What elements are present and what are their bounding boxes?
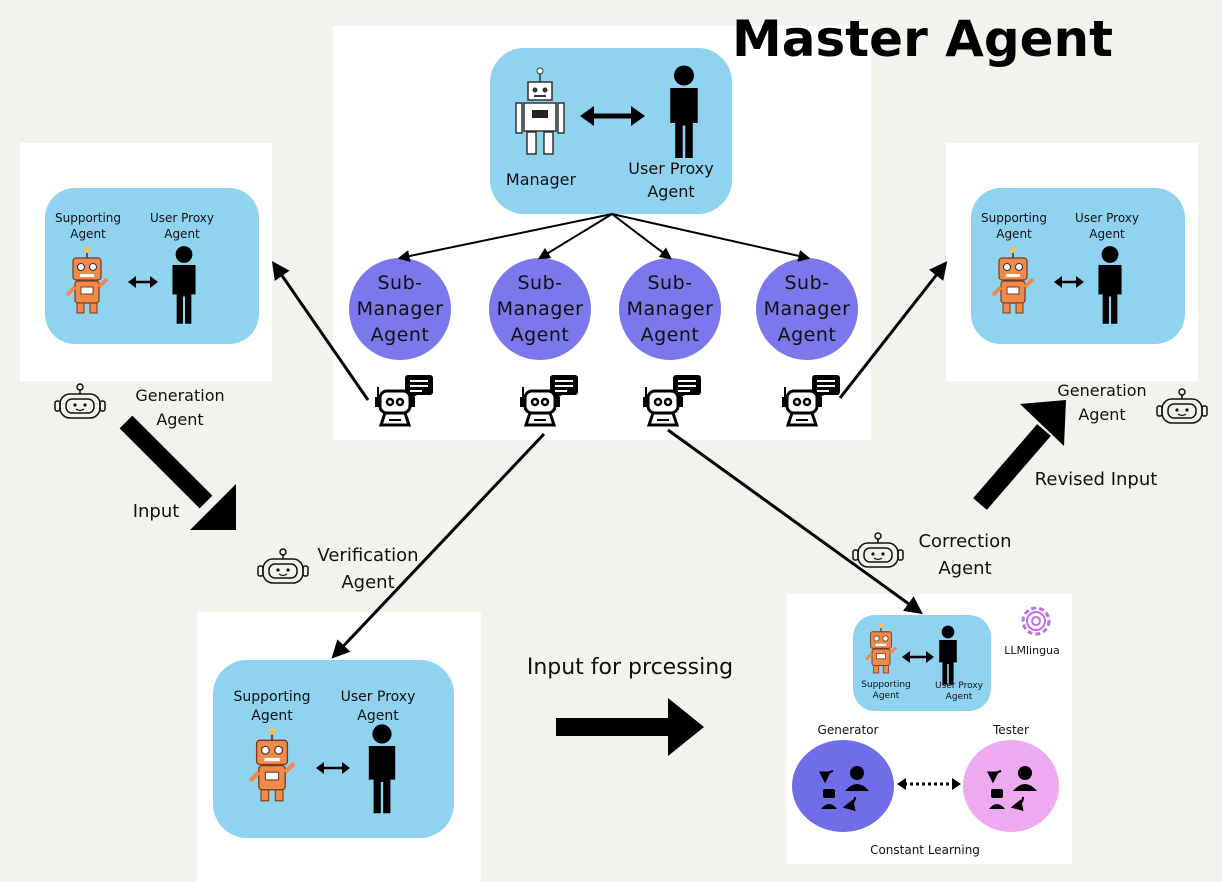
gear-icon — [1021, 606, 1051, 636]
sub-manager-agent-4: Sub- Manager Agent — [756, 258, 858, 360]
right-supporting-robot-icon — [991, 245, 1035, 315]
chatbot-icon-1 — [373, 373, 435, 427]
verification-supporting-robot-icon — [250, 728, 294, 801]
generator-label: Generator — [817, 723, 879, 737]
generator-tester-dotted-arrow — [897, 778, 961, 790]
input-label: Input — [132, 501, 180, 522]
left-user-proxy-person-icon — [172, 246, 196, 324]
left-supporting-agent-label: Supporting Agent — [55, 211, 121, 241]
left-generation-robot-head-icon — [54, 383, 106, 419]
correction-supporting-agent-label: Supporting Agent — [861, 680, 911, 701]
correction-user-proxy-agent-label: User Proxy Agent — [934, 681, 984, 702]
verification-user-proxy-person-icon — [368, 724, 396, 814]
connector-arrows — [271, 261, 948, 659]
user-proxy-person-icon — [670, 65, 698, 158]
verification-agent-box — [213, 660, 454, 838]
verification-double-arrow — [316, 762, 350, 774]
revised-input-thick-arrow — [973, 400, 1066, 510]
generator-circle — [792, 740, 894, 832]
right-generation-agent-caption: Generation Agent — [1057, 381, 1147, 424]
tester-group-icon — [989, 766, 1037, 809]
llmlingua-label: LLMlingua — [1004, 644, 1060, 657]
left-double-arrow — [128, 276, 158, 288]
left-supporting-robot-icon — [65, 245, 109, 315]
tester-circle — [963, 740, 1059, 832]
correction-robot-head-icon — [852, 532, 904, 568]
tester-label: Tester — [993, 723, 1029, 737]
right-user-proxy-person-icon — [1098, 246, 1122, 324]
left-generation-agent-caption: Generation Agent — [135, 386, 225, 429]
correction-supporting-robot-icon — [864, 622, 898, 675]
correction-agent-caption: Correction Agent — [918, 531, 1012, 579]
chatbot-icon-2 — [518, 373, 580, 427]
verification-user-proxy-agent-label: User Proxy Agent — [340, 689, 416, 724]
correction-double-arrow — [902, 651, 934, 663]
manager-to-submanager-arrows — [397, 213, 811, 262]
input-for-processing-label: Input for prcessing — [526, 655, 734, 680]
right-double-arrow — [1054, 276, 1084, 288]
manager-robot-icon — [515, 67, 565, 155]
sub-manager-agent-2: Sub- Manager Agent — [489, 258, 591, 360]
verification-agent-caption: Verification Agent — [317, 545, 419, 593]
left-user-proxy-agent-label: User Proxy Agent — [149, 211, 215, 241]
right-generation-robot-head-icon — [1156, 388, 1208, 424]
user-proxy-agent-label: User Proxy Agent — [628, 159, 714, 201]
input-processing-thick-arrow — [556, 698, 704, 756]
revised-input-label: Revised Input — [1034, 469, 1158, 490]
sub-manager-agent-1: Sub- Manager Agent — [349, 258, 451, 360]
manager-label: Manager — [505, 170, 577, 189]
chatbot-icon-3 — [641, 373, 703, 427]
verification-supporting-agent-label: Supporting Agent — [233, 689, 311, 724]
generator-group-icon — [821, 766, 869, 809]
constant-learning-label: Constant Learning — [870, 843, 980, 857]
right-supporting-agent-label: Supporting Agent — [981, 211, 1047, 241]
input-thick-arrow — [119, 415, 236, 530]
page-title: Master Agent — [732, 10, 1114, 68]
manager-user-double-arrow — [580, 106, 645, 126]
correction-user-proxy-person-icon — [939, 625, 957, 685]
sub-manager-agent-3: Sub- Manager Agent — [619, 258, 721, 360]
chatbot-icon-4 — [780, 373, 842, 427]
right-user-proxy-agent-label: User Proxy Agent — [1074, 211, 1140, 241]
